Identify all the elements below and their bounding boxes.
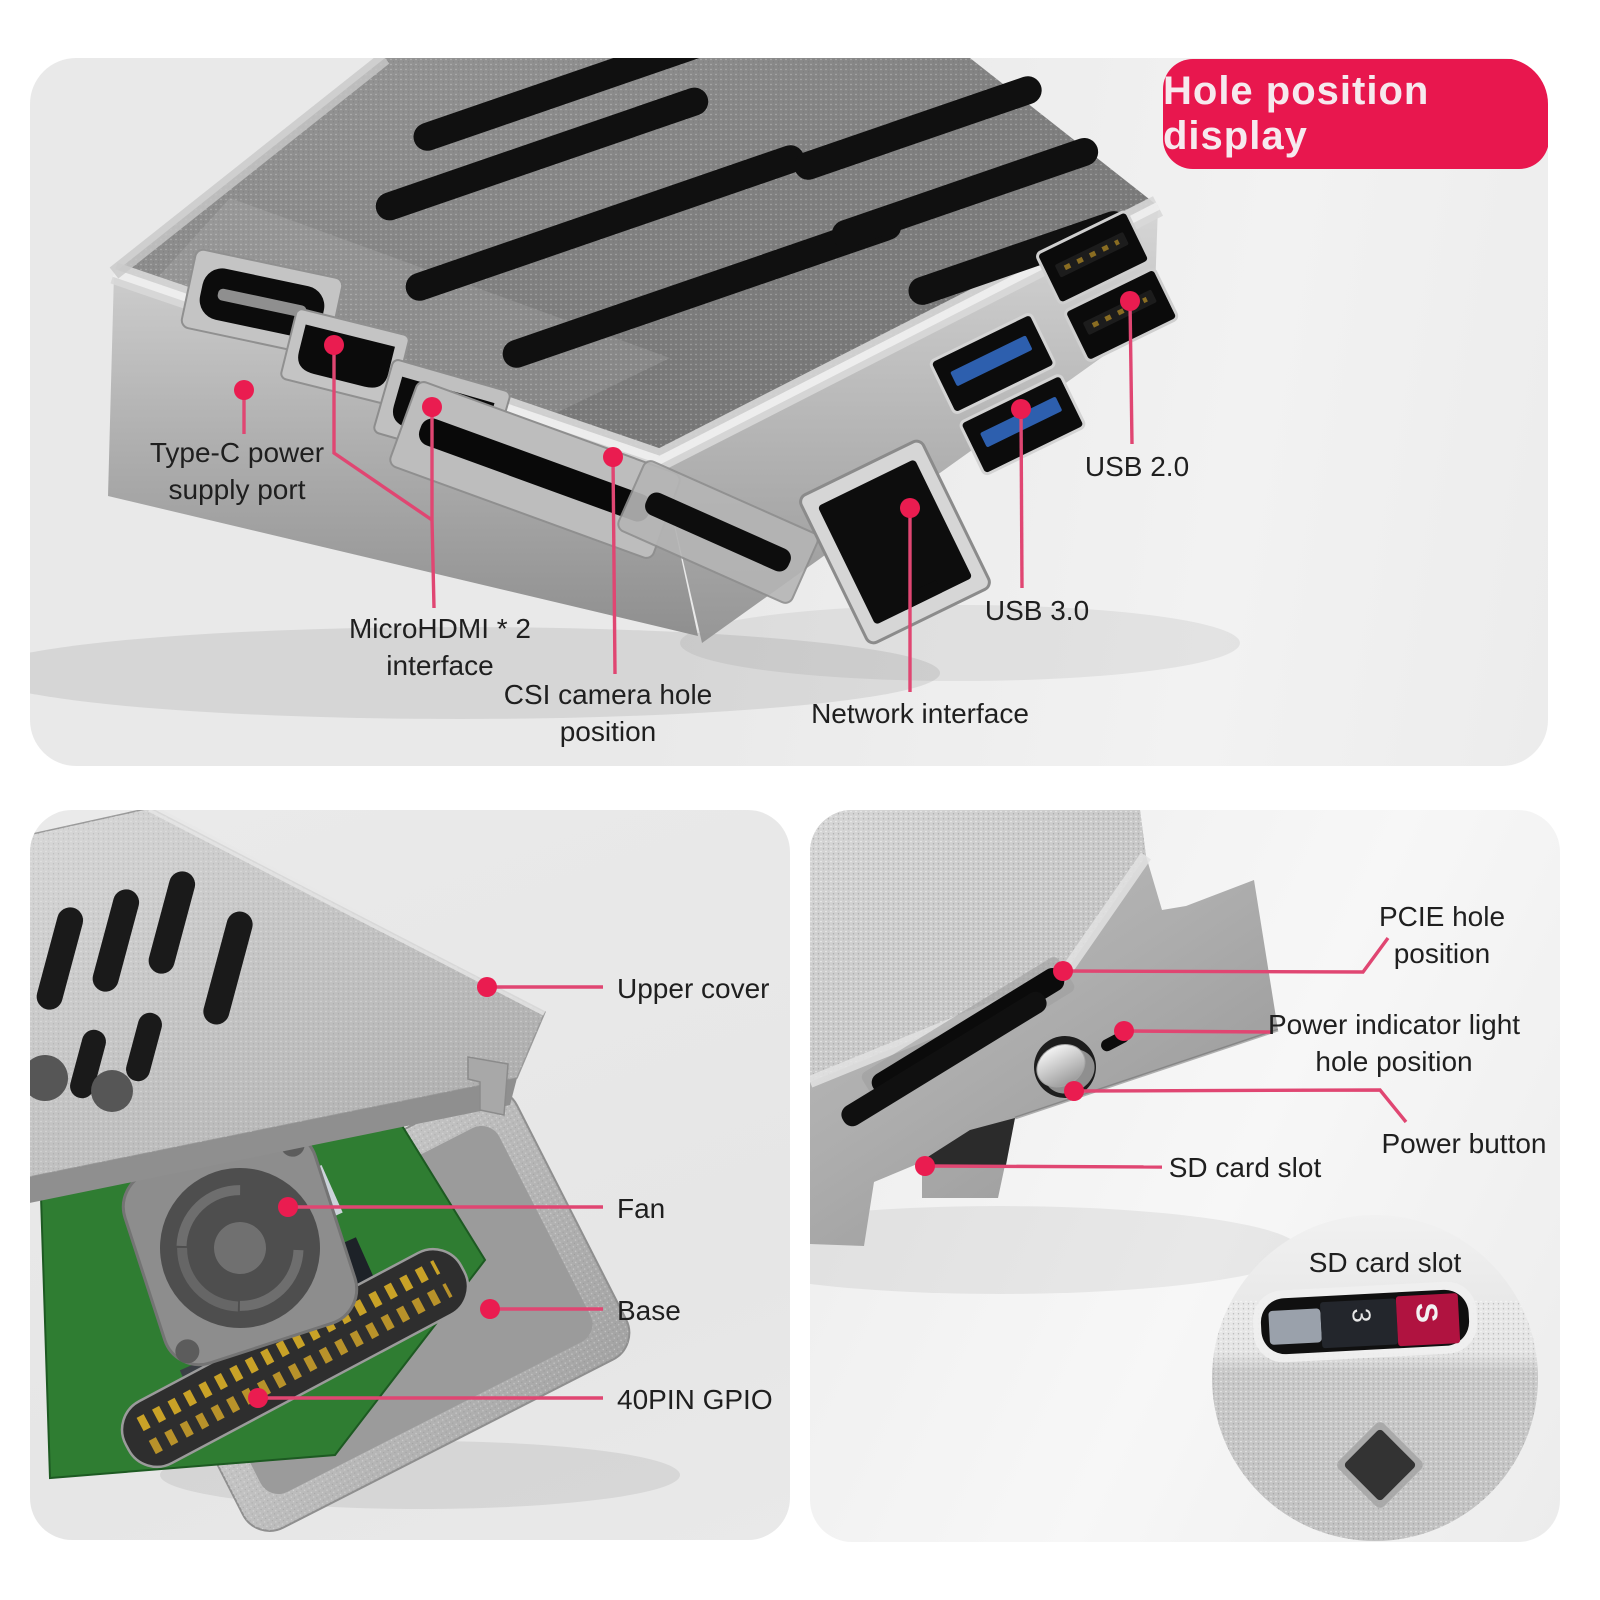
aluminum-case-3q-view — [108, 58, 1179, 645]
label-usb2: USB 2.0 — [1084, 451, 1190, 482]
case-shadow — [30, 627, 940, 719]
label-network-interface: Network interface — [811, 698, 1029, 729]
micro-sd-card-body — [1320, 1298, 1399, 1349]
sd-card-marking-right: S — [1409, 1302, 1443, 1324]
leader-dot-fan — [278, 1197, 298, 1217]
leader-power-button — [1073, 1088, 1408, 1124]
leader-dot-microhdmi-1 — [324, 335, 344, 355]
power-button — [1034, 1036, 1096, 1098]
micro-sd-card-label — [1395, 1293, 1461, 1347]
leader-dot-indicator — [1114, 1021, 1134, 1041]
label-usb3: USB 3.0 — [984, 595, 1090, 626]
product-photo-ports-overview — [30, 58, 1240, 719]
label-pcie-hole: PCIE hole position — [1378, 901, 1506, 969]
leader-dot-sd-slot — [915, 1156, 935, 1176]
leader-usb3 — [1019, 408, 1024, 589]
upper-cover — [30, 810, 547, 1203]
sd-slot-spring — [1268, 1308, 1322, 1345]
panel-exploded-view: Upper cover Fan Base 40PIN GPIO — [30, 810, 790, 1540]
cover-clip-tab — [467, 1056, 509, 1116]
label-base: Base — [617, 1295, 681, 1326]
leader-microhdmi — [332, 345, 436, 609]
sd-slot-notch — [923, 1118, 1015, 1165]
leader-csi — [611, 456, 617, 675]
diamond-hole — [1337, 1422, 1423, 1508]
product-photo-side-view: 3 S — [810, 810, 1538, 1541]
label-sd-card-slot: SD card slot — [1168, 1152, 1322, 1183]
leader-dot-usb3 — [1011, 399, 1031, 419]
leader-dot-base — [480, 1299, 500, 1319]
panel-side-view: 3 S PCIE — [810, 810, 1560, 1542]
leader-dots-top — [234, 291, 1140, 518]
leader-sd-slot — [924, 1164, 1163, 1169]
lid-vent-slots — [375, 58, 1128, 368]
leader-dot-microhdmi-2 — [422, 397, 442, 417]
label-sd-card-slot-inset: SD card slot — [1308, 1247, 1462, 1278]
product-photo-exploded-view — [30, 810, 680, 1532]
label-csi-camera: CSI camera hole position — [503, 679, 713, 747]
micro-hdmi-port-1 — [280, 308, 410, 406]
label-upper-cover: Upper cover — [617, 973, 770, 1004]
label-power-indicator: Power indicator light hole position — [1267, 1009, 1521, 1077]
csi-camera-slot — [389, 381, 681, 559]
label-gpio: 40PIN GPIO — [617, 1384, 773, 1415]
ethernet-port — [799, 439, 991, 645]
label-type-c-power: Type-C power supply port — [149, 437, 325, 505]
leader-dot-pcie — [1053, 961, 1073, 981]
label-power-button: Power button — [1381, 1128, 1547, 1159]
cooling-fan — [121, 1129, 359, 1367]
leader-dots-side — [915, 961, 1134, 1176]
panel-hole-position-overview: Hole position display Type-C power suppl… — [30, 58, 1548, 766]
leader-dot-csi — [603, 447, 623, 467]
lower-groove — [841, 991, 1047, 1127]
label-fan: Fan — [617, 1193, 666, 1224]
leader-pcie — [1062, 936, 1390, 974]
leader-dots-exploded — [248, 977, 500, 1408]
leader-dot-gpio — [248, 1388, 268, 1408]
leader-dot-usb2 — [1120, 291, 1140, 311]
type-c-port — [180, 248, 344, 358]
leader-dot-upper-cover — [477, 977, 497, 997]
leader-lines-side — [924, 936, 1408, 1169]
gpio-40pin-header — [120, 1247, 470, 1469]
leader-dot-power-button — [1064, 1081, 1084, 1101]
sd-card-marking-left: 3 — [1346, 1307, 1377, 1323]
leader-indicator — [1123, 1029, 1273, 1034]
leader-dot-network — [900, 498, 920, 518]
banner-hole-position-display: Hole position display — [1163, 59, 1548, 169]
cover-vent-holes — [36, 871, 253, 1099]
label-microhdmi: MicroHDMI * 2 interface — [348, 613, 531, 681]
leader-dot-type-c — [234, 380, 254, 400]
front-groove — [617, 460, 819, 604]
leader-lines-exploded — [258, 985, 603, 1400]
leader-usb2 — [1128, 300, 1134, 445]
case-side-view — [810, 810, 1279, 1246]
usb2-port-stack — [1036, 210, 1179, 362]
sd-slot-closeup: 3 S — [1252, 1281, 1478, 1363]
